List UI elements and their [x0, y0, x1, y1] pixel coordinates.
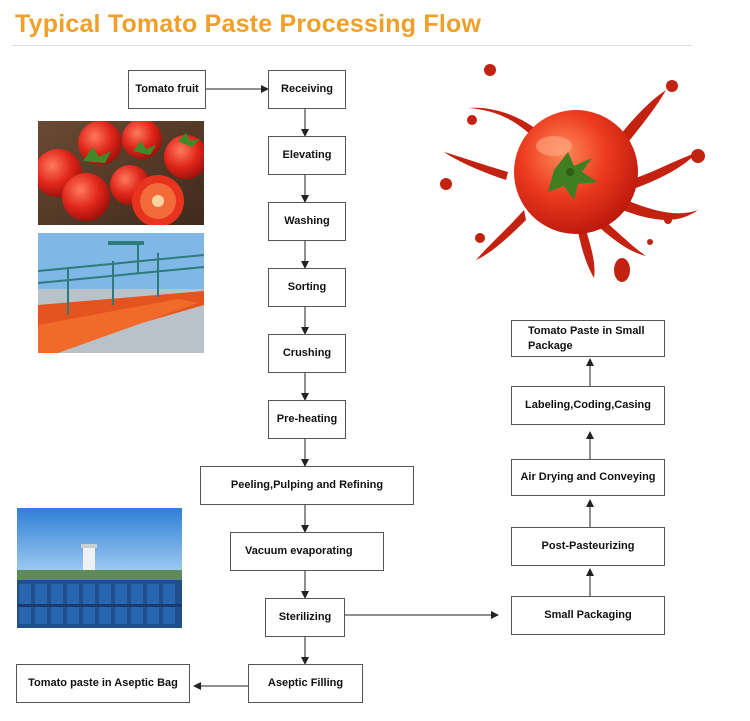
node-sorting: Sorting: [268, 268, 346, 307]
page-title: Typical Tomato Paste Processing Flow: [15, 10, 482, 38]
node-preheating: Pre-heating: [268, 400, 346, 439]
node-tomato-paste-aseptic-bag: Tomato paste in Aseptic Bag: [16, 664, 190, 703]
node-labeling-coding-casing: Labeling,Coding,Casing: [511, 386, 665, 425]
node-small-packaging: Small Packaging: [511, 596, 665, 635]
node-air-drying-conveying: Air Drying and Conveying: [511, 459, 665, 496]
node-sterilizing: Sterilizing: [265, 598, 345, 637]
sorting-line-photo: [38, 233, 204, 353]
tomato-splash-photo: [436, 60, 706, 290]
storage-drums-photo: [17, 508, 182, 628]
node-tomato-paste-small-package: Tomato Paste in Small Package: [511, 320, 665, 357]
node-peeling-pulping-refining: Peeling,Pulping and Refining: [200, 466, 414, 505]
node-tomato-fruit: Tomato fruit: [128, 70, 206, 109]
node-aseptic-filling: Aseptic Filling: [248, 664, 363, 703]
node-washing: Washing: [268, 202, 346, 241]
node-receiving: Receiving: [268, 70, 346, 109]
node-elevating: Elevating: [268, 136, 346, 175]
title-divider: [12, 45, 692, 46]
node-crushing: Crushing: [268, 334, 346, 373]
node-vacuum-evaporating: Vacuum evaporating: [230, 532, 384, 571]
node-post-pasteurizing: Post-Pasteurizing: [511, 527, 665, 566]
tomatoes-photo: [38, 121, 204, 225]
